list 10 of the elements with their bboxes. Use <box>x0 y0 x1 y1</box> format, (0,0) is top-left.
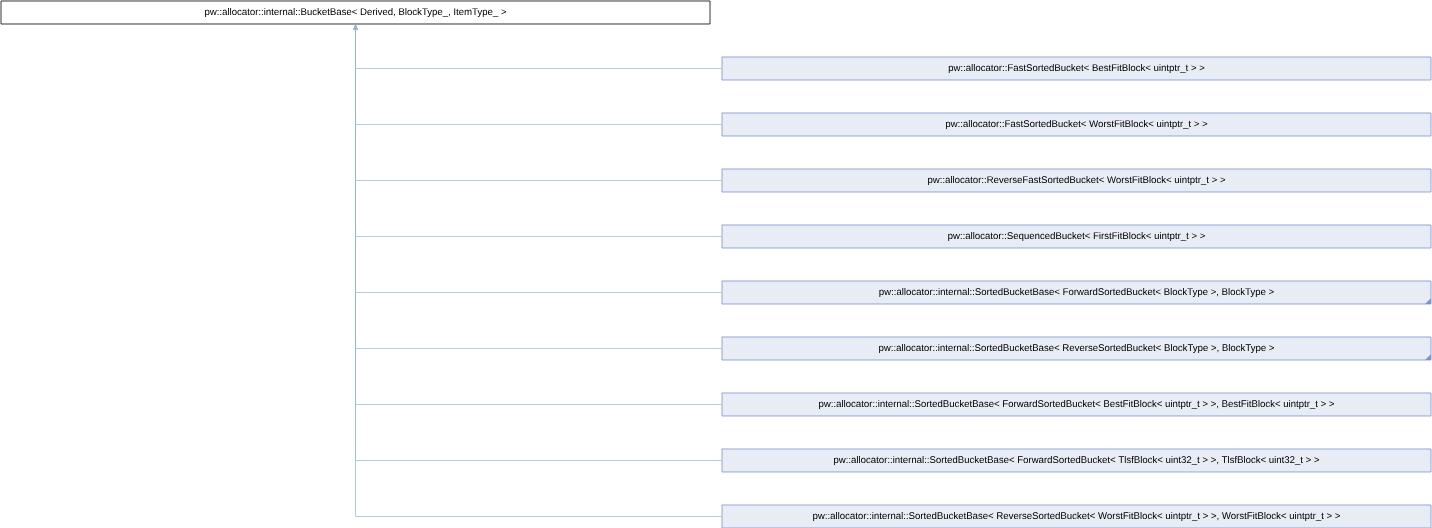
class-box: pw::allocator::internal::SortedBucketBase< ReverseSortedBucket< BlockType >, BlockType > <box>721 336 1432 361</box>
class-box: pw::allocator::FastSortedBucket< BestFitBlock< uintptr_t > > <box>721 56 1432 81</box>
class-box: pw::allocator::internal::SortedBucketBase< ReverseSortedBucket< WorstFitBlock< uintptr_t > >, WorstFitBlock< uintptr_t > > <box>721 504 1432 528</box>
class-box: pw::allocator::FastSortedBucket< WorstFitBlock< uintptr_t > > <box>721 112 1432 137</box>
class-box: pw::allocator::internal::SortedBucketBase< ForwardSortedBucket< TlsfBlock< uint32_t > >, TlsfBlock< uint32_t > > <box>721 448 1432 473</box>
class-box: pw::allocator::internal::BucketBase< Derived, BlockType_, ItemType_ > <box>0 0 711 25</box>
class-box: pw::allocator::internal::SortedBucketBase< ForwardSortedBucket< BlockType >, BlockType > <box>721 280 1432 305</box>
class-box: pw::allocator::ReverseFastSortedBucket< WorstFitBlock< uintptr_t > > <box>721 168 1432 193</box>
class-box: pw::allocator::internal::SortedBucketBase< ForwardSortedBucket< BestFitBlock< uintptr_t > >, BestFitBlock< uintptr_t > > <box>721 392 1432 417</box>
class-box: pw::allocator::SequencedBucket< FirstFitBlock< uintptr_t > > <box>721 224 1432 249</box>
